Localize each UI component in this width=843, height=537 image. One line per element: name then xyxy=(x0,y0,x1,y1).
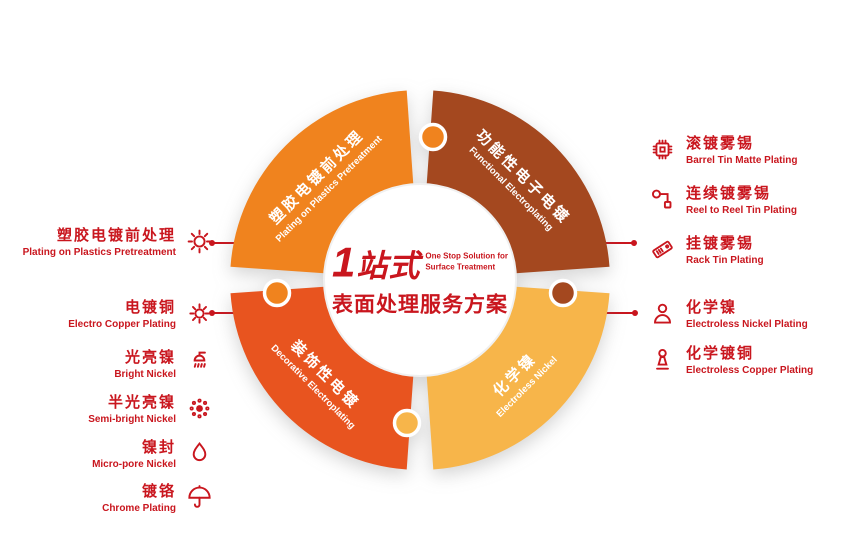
puzzle-knob-top xyxy=(418,122,448,152)
right-item-barrel-tin-matte-plating: 滚镀雾锡 Barrel Tin Matte Plating xyxy=(648,132,843,166)
shower-icon xyxy=(185,349,214,378)
quadrant-plating-on-plastics-pretreatment xyxy=(230,90,414,274)
quadrant-electroless-nickel xyxy=(426,286,610,470)
item-labels: 化学镀铜 Electroless Copper Plating xyxy=(686,342,813,376)
right-item-electroless-copper-plating: 化学镀铜 Electroless Copper Plating xyxy=(648,342,843,376)
item-labels: 半光亮镍 Semi-bright Nickel xyxy=(88,391,176,425)
item-labels: 镀铬 Chrome Plating xyxy=(102,480,176,514)
item-label-zh: 光亮镍 xyxy=(124,349,176,366)
item-label-en: Electroless Nickel Plating xyxy=(686,319,808,330)
item-label-zh: 塑胶电镀前处理 xyxy=(56,227,176,244)
left-item-electro-copper-plating: 电镀铜 Electro Copper Plating xyxy=(0,296,214,330)
one-stop-en-line2: Surface Treatment xyxy=(425,262,496,272)
item-label-zh: 镍封 xyxy=(141,439,176,456)
droplet-icon xyxy=(185,439,214,468)
person-stand-icon xyxy=(648,345,677,374)
item-label-en: Electro Copper Plating xyxy=(68,319,176,330)
item-label-zh: 半光亮镍 xyxy=(107,394,176,411)
one-stop-number: 1 xyxy=(331,238,357,286)
quadrant-functional-electroplating xyxy=(426,90,610,274)
center-headline: 1站式 One Stop Solution for Surface Treatm… xyxy=(327,238,513,319)
sun-disc-icon xyxy=(185,299,214,328)
quadrant-decorative-electroplating xyxy=(230,286,414,470)
item-labels: 滚镀雾锡 Barrel Tin Matte Plating xyxy=(686,132,798,166)
dotted-disc-icon xyxy=(185,394,214,423)
puzzle-knob-left xyxy=(262,278,292,308)
puzzle-knob-right xyxy=(548,278,578,308)
item-label-zh: 挂镀雾锡 xyxy=(686,235,755,252)
item-labels: 塑胶电镀前处理 Plating on Plastics Pretreatment xyxy=(23,224,176,258)
item-labels: 镍封 Micro-pore Nickel xyxy=(92,436,176,470)
item-labels: 光亮镍 Bright Nickel xyxy=(114,346,176,380)
center-headline-line2: 表面处理服务方案 xyxy=(332,293,508,317)
one-stop-en-line1: One Stop Solution for xyxy=(425,251,508,261)
tag-icon xyxy=(648,235,677,264)
right-item-electroless-nickel-plating: 化学镍 Electroless Nickel Plating xyxy=(648,296,843,330)
item-label-en: Electroless Copper Plating xyxy=(686,365,814,376)
item-labels: 挂镀雾锡 Rack Tin Plating xyxy=(686,232,764,266)
left-item-bright-nickel: 光亮镍 Bright Nickel xyxy=(0,346,214,380)
item-label-en: Bright Nickel xyxy=(114,369,176,380)
puzzle-ring-svg xyxy=(230,90,610,470)
left-item-micro-pore-nickel: 镍封 Micro-pore Nickel xyxy=(0,436,214,470)
umbrella-icon xyxy=(185,483,214,512)
item-label-en: Barrel Tin Matte Plating xyxy=(686,155,798,166)
item-label-en: Micro-pore Nickel xyxy=(92,459,176,470)
left-item-chrome-plating: 镀铬 Chrome Plating xyxy=(0,480,214,514)
item-label-en: Reel to Reel Tin Plating xyxy=(686,205,797,216)
item-label-zh: 镀铬 xyxy=(141,483,176,500)
reel-icon xyxy=(648,185,677,214)
puzzle-ring-diagram: 塑胶电镀前处理 Plating on Plastics Pretreatment… xyxy=(227,87,613,473)
right-item-reel-to-reel-tin-plating: 连续镀雾锡 Reel to Reel Tin Plating xyxy=(648,182,843,216)
one-stop-zh: 1站式 xyxy=(331,238,421,286)
item-label-en: Chrome Plating xyxy=(102,503,176,514)
item-label-en: Rack Tin Plating xyxy=(686,255,764,266)
one-stop-zh-chars: 站式 xyxy=(356,248,421,284)
person-icon xyxy=(648,299,677,328)
gear-icon xyxy=(185,227,214,256)
item-label-zh: 化学镀铜 xyxy=(686,345,755,362)
item-labels: 化学镍 Electroless Nickel Plating xyxy=(686,296,808,330)
item-label-en: Plating on Plastics Pretreatment xyxy=(22,247,176,258)
left-item-plating-on-plastics-pretreatment: 塑胶电镀前处理 Plating on Plastics Pretreatment xyxy=(0,224,214,258)
center-disc xyxy=(323,183,517,377)
chip-icon xyxy=(648,135,677,164)
right-item-rack-tin-plating: 挂镀雾锡 Rack Tin Plating xyxy=(648,232,843,266)
item-label-en: Semi-bright Nickel xyxy=(88,414,176,425)
one-stop-en: One Stop Solution for Surface Treatment xyxy=(425,252,508,274)
center-headline-line1: 1站式 One Stop Solution for Surface Treatm… xyxy=(327,238,513,286)
item-label-zh: 电镀铜 xyxy=(124,299,176,316)
item-label-zh: 化学镍 xyxy=(686,299,738,316)
item-labels: 连续镀雾锡 Reel to Reel Tin Plating xyxy=(686,182,797,216)
item-labels: 电镀铜 Electro Copper Plating xyxy=(68,296,176,330)
item-label-zh: 滚镀雾锡 xyxy=(686,135,755,152)
puzzle-knob-bottom xyxy=(392,408,422,438)
left-item-semi-bright-nickel: 半光亮镍 Semi-bright Nickel xyxy=(0,391,214,425)
item-label-zh: 连续镀雾锡 xyxy=(686,185,772,202)
